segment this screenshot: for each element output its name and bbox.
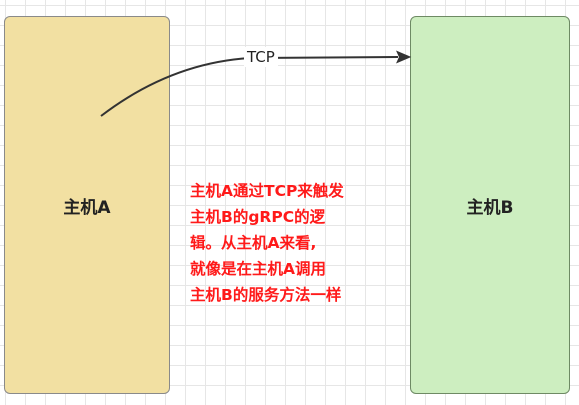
annotation-line: 主机B的服务方法一样 [190, 286, 342, 304]
annotation-line: 主机B的gRPC的逻 [190, 208, 326, 226]
host-b-box: 主机B [410, 16, 570, 394]
tcp-arrow-line [100, 56, 399, 117]
annotation-line: 就像是在主机A调用 [190, 260, 326, 278]
host-a-label: 主机A [63, 197, 111, 218]
annotation-line: 辑。从主机A来看, [190, 234, 317, 252]
host-b-label: 主机B [466, 197, 514, 218]
annotation-text: 主机A通过TCP来触发 主机B的gRPC的逻 辑。从主机A来看, 就像是在主机A… [190, 178, 400, 308]
tcp-arrow-head [396, 50, 412, 64]
annotation-line: 主机A通过TCP来触发 [190, 182, 344, 200]
host-a-box: 主机A [4, 16, 170, 394]
tcp-label: TCP [244, 47, 278, 67]
